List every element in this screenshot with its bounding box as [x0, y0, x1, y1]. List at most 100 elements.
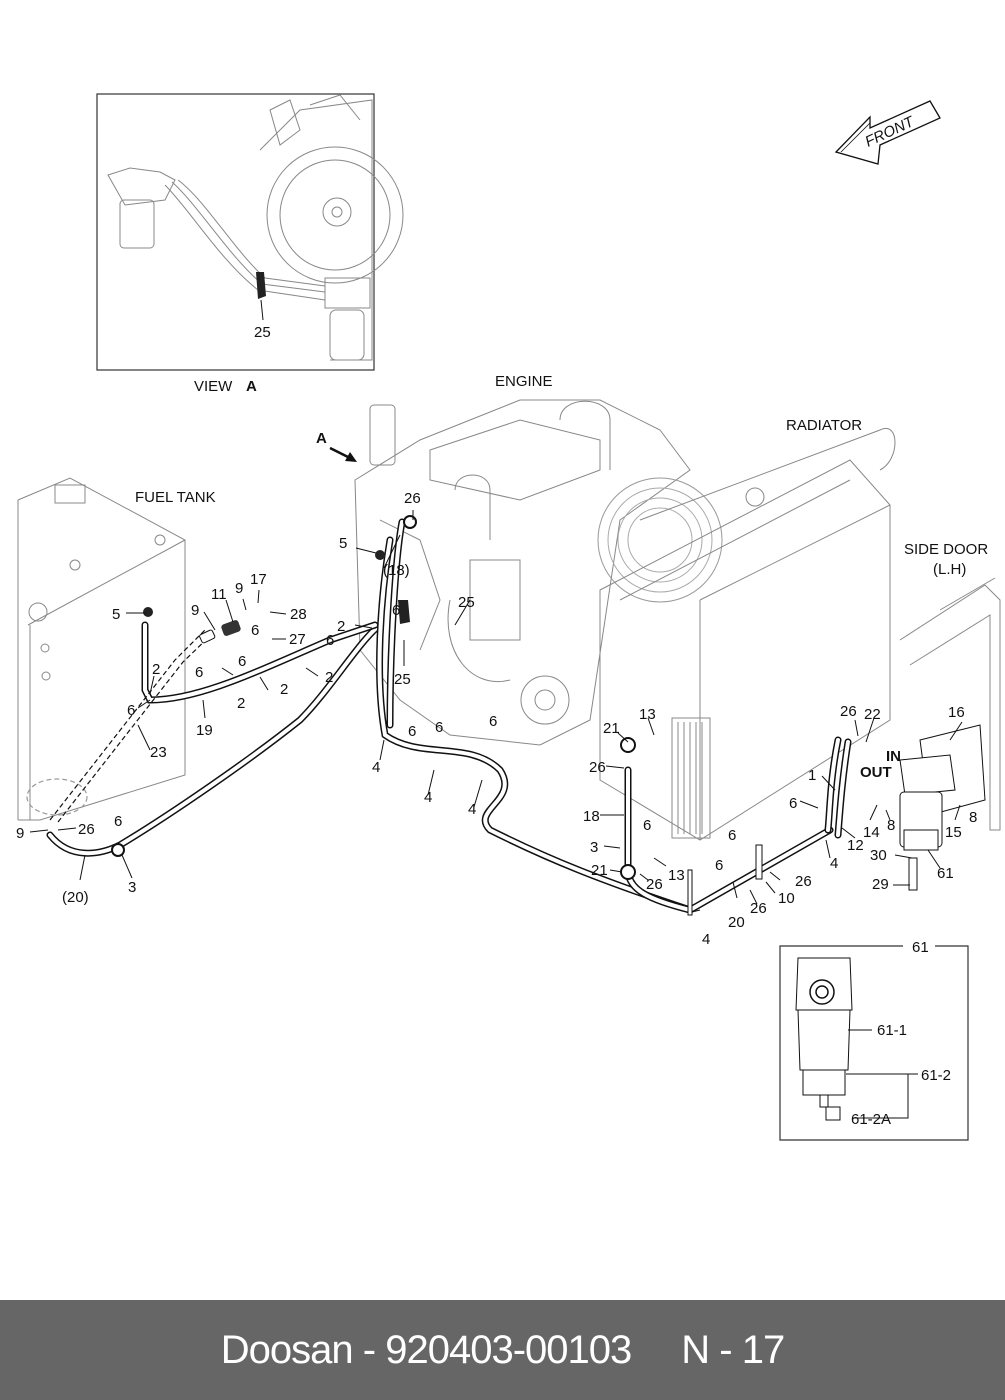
callout-label: 2: [280, 681, 288, 698]
callout-label: 21: [591, 862, 608, 879]
front-direction-arrow: FRONT: [834, 100, 941, 165]
callout-label: 29: [872, 876, 889, 893]
callout-label: 61-2A: [851, 1111, 891, 1128]
view-a-arrow-letter: A: [316, 430, 327, 447]
side-door-label: SIDE DOOR: [904, 541, 988, 558]
callout-label: 14: [863, 824, 880, 841]
callout-label: 9: [191, 602, 199, 619]
footer-banner: Doosan - 920403-00103 N - 17: [0, 1300, 1005, 1400]
callout-label: 3: [128, 879, 136, 896]
callout-label: 26: [589, 759, 606, 776]
callouts-fuel-tank: 5 2 6 19 23 9 26 (20) 3 6 9 11 9 17 28 6…: [16, 571, 400, 906]
engine-drawing: [354, 399, 691, 746]
view-a-filter-drawing: [107, 167, 176, 249]
callout-label: 6: [728, 827, 736, 844]
callout-label: 1: [808, 767, 816, 784]
fuel-filter-drawing: [899, 724, 986, 891]
callout-label: 25: [254, 324, 271, 341]
callout-label: 26: [404, 490, 421, 507]
view-a-caption-letter: A: [246, 378, 257, 395]
callout-label: 8: [969, 809, 977, 826]
callout-label: 25: [394, 671, 411, 688]
callout-label: 23: [150, 744, 167, 761]
clamp-25: [256, 272, 266, 299]
flywheel-housing-drawing: [259, 94, 404, 361]
callout-label: 6: [392, 602, 400, 619]
callout-label: 13: [639, 706, 656, 723]
callout-label: 30: [870, 847, 887, 864]
callout-label: 4: [424, 789, 432, 806]
radiator-label: RADIATOR: [786, 417, 862, 434]
callout-label: 6: [489, 713, 497, 730]
fuel-system-diagram: 25 VIEW A FRONT ENGINE RADIATOR FUEL TAN…: [16, 93, 1001, 1141]
callout-label: 26: [78, 821, 95, 838]
radiator-drawing: [597, 427, 896, 841]
side-door-drawing: [899, 577, 1001, 831]
callout-label: 6: [789, 795, 797, 812]
callout-label: 61-1: [877, 1022, 907, 1039]
callout-label: 25: [458, 594, 475, 611]
callouts-cooler: 21 13 26 18 3 6 21 26 13 6 20 4 6 26 10 …: [583, 706, 812, 948]
callout-label: 27: [289, 631, 306, 648]
callout-label: 6: [251, 622, 259, 639]
callout-label: 8: [887, 817, 895, 834]
callout-label: 2: [325, 669, 333, 686]
callout-label: 61-2: [921, 1067, 951, 1084]
callout-label: 6: [643, 817, 651, 834]
callout-label: 6: [195, 664, 203, 681]
callout-label: 4: [372, 759, 380, 776]
callout-label: 6: [326, 632, 334, 649]
view-a-caption-prefix: VIEW: [194, 378, 233, 395]
callout-label: 5: [112, 606, 120, 623]
callout-label: 6: [715, 857, 723, 874]
callout-label: 12: [847, 837, 864, 854]
filter-detail-inset: 61 61-1 61-2 61-2A: [779, 938, 969, 1141]
fuel-tank-label: FUEL TANK: [135, 489, 216, 506]
view-a-frame: [96, 93, 375, 371]
fuel-tank-drawing: [17, 477, 186, 821]
callout-label: 6: [408, 723, 416, 740]
fittings: [111, 515, 763, 916]
callout-label: 3: [590, 839, 598, 856]
callout-label: 26: [750, 900, 767, 917]
callout-label: 21: [603, 720, 620, 737]
callout-label: 26: [646, 876, 663, 893]
callout-label: 9: [16, 825, 24, 842]
callout-label: 61: [937, 865, 954, 882]
callout-label: 26: [795, 873, 812, 890]
callout-label: 4: [702, 931, 710, 948]
callout-label: 22: [864, 706, 881, 723]
callout-label: 6: [114, 813, 122, 830]
callout-label: 10: [778, 890, 795, 907]
callout-label: 5: [339, 535, 347, 552]
callout-label: 15: [945, 824, 962, 841]
callout-label: 6: [238, 653, 246, 670]
leader-lines: [29, 510, 963, 913]
callout-label: 11: [211, 586, 227, 603]
callout-label: (18): [383, 562, 410, 579]
inset-filter-title: 61: [912, 939, 929, 956]
callout-label: (20): [62, 889, 89, 906]
side-door-label-sub: (L.H): [933, 561, 966, 578]
callout-label: 9: [235, 580, 243, 597]
footer-brand: Doosan: [220, 1327, 354, 1372]
callout-label: 17: [250, 571, 267, 588]
callout-label: 6: [127, 702, 135, 719]
callout-label: 2: [152, 661, 160, 678]
callout-label: 6: [435, 719, 443, 736]
callout-label: 13: [668, 867, 685, 884]
callout-label: 28: [290, 606, 307, 623]
port-out-label: OUT: [860, 764, 892, 781]
view-a-inset: 25: [96, 93, 404, 371]
footer-page: N - 17: [681, 1327, 785, 1372]
callout-label: 4: [830, 855, 838, 872]
footer-part-number: 920403-00103: [385, 1327, 632, 1372]
callout-label: 4: [468, 801, 476, 818]
callouts-filter: 26 22 1 6 4 12 14 8 15 8 16 30 29 61 IN …: [789, 703, 977, 893]
callout-label: 26: [840, 703, 857, 720]
fuel-hoses: [46, 518, 852, 914]
callout-label: 2: [237, 695, 245, 712]
callouts-engine: 26 5 (18) 25 25 6 4 6 4 6 4: [339, 490, 497, 818]
view-a-pointer-icon: [329, 446, 351, 460]
callout-label: 18: [583, 808, 600, 825]
